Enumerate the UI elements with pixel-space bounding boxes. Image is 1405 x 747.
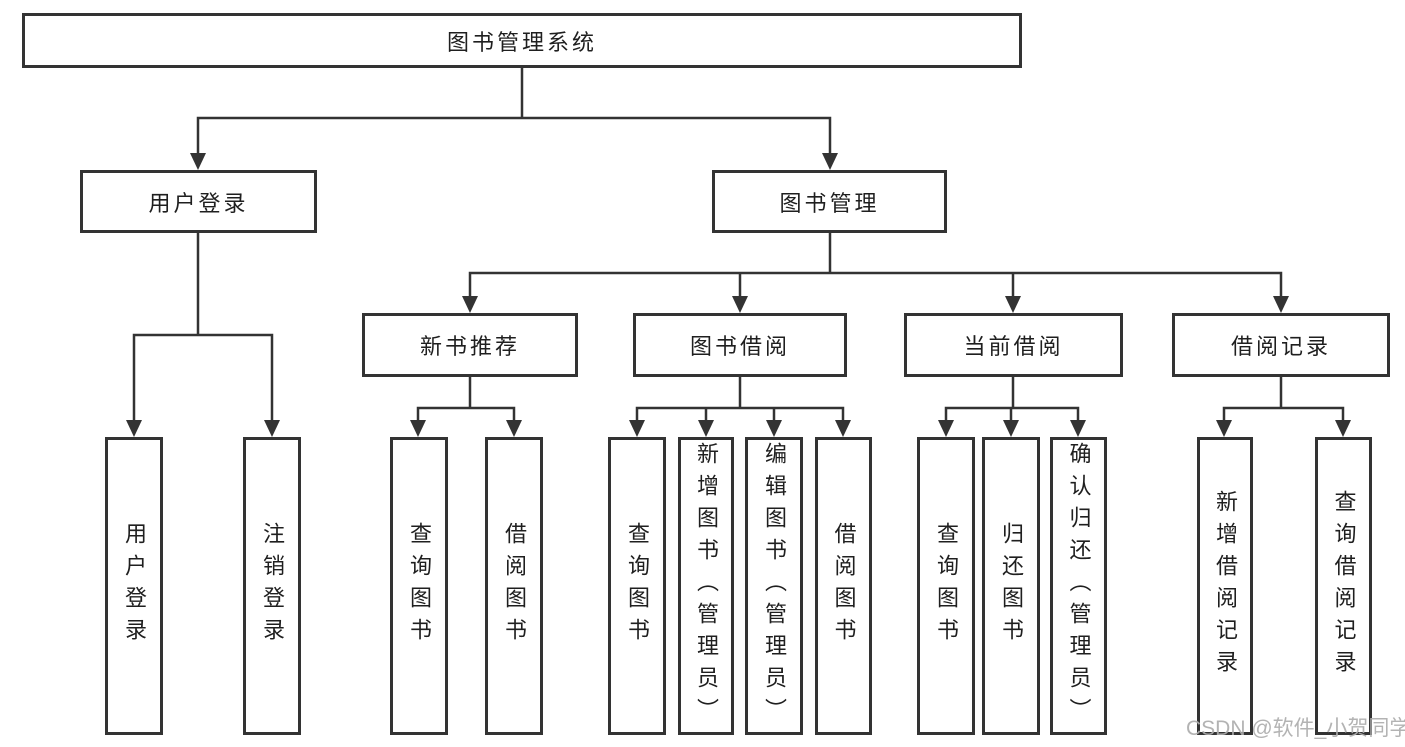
arrowheads	[126, 153, 1351, 437]
leaf-label: 查询借阅记录	[1331, 490, 1357, 682]
leaf-borrow-books-recommend: 借阅图书	[485, 437, 543, 735]
node-book-management: 图书管理	[712, 170, 947, 233]
node-user-login: 用户登录	[80, 170, 317, 233]
leaf-label: 借阅图书	[502, 522, 527, 650]
connector-book-borrowing	[635, 375, 845, 429]
node-label: 图书管理	[779, 190, 880, 216]
node-label: 用户登录	[148, 190, 249, 216]
leaf-label: 新增图书（管理员）	[694, 442, 719, 730]
connector-book-management	[468, 231, 1283, 305]
csdn-watermark: CSDN @软件_小贺同学	[1186, 717, 1405, 740]
leaf-label: 借阅图书	[831, 522, 857, 650]
connector-root	[196, 66, 832, 162]
leaf-label: 查询图书	[625, 522, 650, 650]
connector-current-borrowing	[944, 375, 1080, 429]
connector-borrowing-records	[1222, 375, 1345, 429]
node-book-borrowing: 图书借阅	[633, 313, 847, 377]
node-library-management-system: 图书管理系统	[22, 13, 1022, 68]
leaf-logout: 注销登录	[243, 437, 301, 735]
leaf-label: 用户登录	[122, 522, 147, 650]
leaf-confirm-return-admin: 确认归还（管理员）	[1050, 437, 1107, 735]
leaf-label: 确认归还（管理员）	[1066, 442, 1092, 730]
leaf-query-books-current: 查询图书	[917, 437, 975, 735]
leaf-label: 编辑图书（管理员）	[762, 442, 787, 730]
leaf-edit-books-admin: 编辑图书（管理员）	[745, 437, 803, 735]
node-new-book-recommend: 新书推荐	[362, 313, 578, 377]
leaf-label: 新增借阅记录	[1213, 490, 1238, 682]
leaf-label: 归还图书	[999, 522, 1024, 650]
node-current-borrowing: 当前借阅	[904, 313, 1123, 377]
node-borrowing-records: 借阅记录	[1172, 313, 1390, 377]
leaf-query-books-borrowing: 查询图书	[608, 437, 666, 735]
node-label: 图书管理系统	[446, 29, 597, 55]
leaf-label: 查询图书	[407, 522, 432, 650]
leaf-add-borrow-record: 新增借阅记录	[1197, 437, 1253, 735]
leaf-label: 注销登录	[260, 522, 285, 650]
leaf-query-books-recommend: 查询图书	[390, 437, 448, 735]
connector-user-login	[132, 231, 274, 429]
node-label: 借阅记录	[1230, 334, 1331, 359]
node-label: 新书推荐	[419, 334, 520, 359]
leaf-label: 查询图书	[934, 522, 959, 650]
leaf-return-books: 归还图书	[982, 437, 1040, 735]
leaf-add-books-admin: 新增图书（管理员）	[678, 437, 734, 735]
connector-new-book-recommend	[416, 375, 516, 429]
node-label: 当前借阅	[963, 334, 1064, 359]
leaf-borrow-books: 借阅图书	[815, 437, 872, 735]
node-label: 图书借阅	[689, 334, 790, 359]
leaf-query-borrow-record: 查询借阅记录	[1315, 437, 1372, 735]
leaf-user-login: 用户登录	[105, 437, 163, 735]
